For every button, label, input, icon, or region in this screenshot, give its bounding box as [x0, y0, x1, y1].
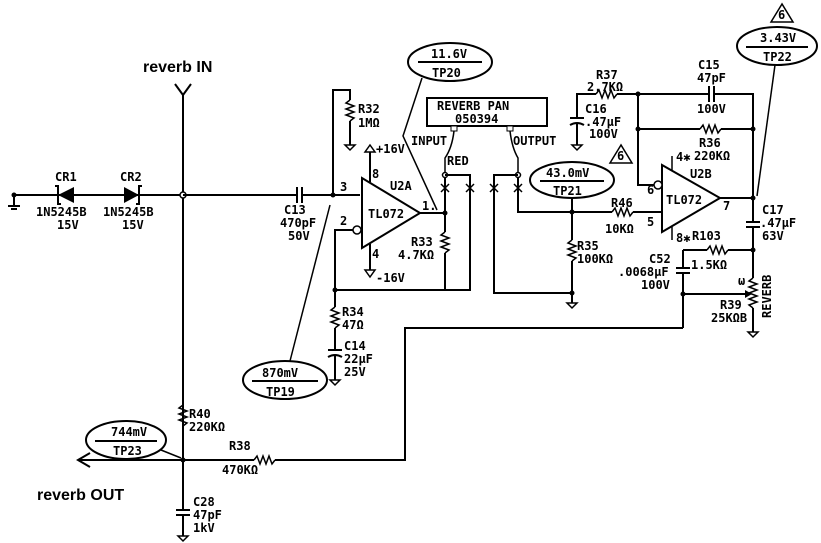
u2b-pin5: 5 — [647, 215, 654, 229]
c16-ref: C16 — [585, 102, 607, 116]
tp22-id: TP22 — [763, 50, 792, 64]
diode-cr2 — [124, 185, 142, 205]
tp23-voltage: 744mV — [111, 425, 147, 439]
tp21-id: TP21 — [553, 184, 582, 198]
r39-value: 25KΩB — [711, 311, 747, 325]
r33-ref: R33 — [411, 235, 433, 249]
c28-value: 47pF — [193, 508, 222, 522]
reverb-in-connector-icon — [174, 83, 192, 97]
u2b-pin7: 7 — [723, 199, 730, 213]
reverb-out-arrow-icon — [76, 452, 91, 468]
r35-value: 100KΩ — [577, 252, 613, 266]
c15-value: 47pF — [697, 71, 726, 85]
reverb-pan-title: REVERB PAN — [437, 99, 509, 113]
u2a-pin3: 3 — [340, 180, 347, 194]
connector-x-marks — [440, 183, 523, 193]
c13-ref: C13 — [284, 203, 306, 217]
reverb-pan-box — [426, 97, 548, 127]
c14-rating: 25V — [344, 365, 366, 379]
tp21-voltage: 43.0mV — [546, 166, 589, 180]
opamp-u2a — [361, 176, 422, 250]
c28-ref: C28 — [193, 495, 215, 509]
c14-ref: C14 — [344, 339, 366, 353]
r39-ref: R39 — [720, 298, 742, 312]
c52-ref: C52 — [649, 252, 671, 266]
u2a-pin1: 1. — [422, 199, 436, 213]
reverb-pan-input: INPUT — [411, 134, 447, 148]
r39-pot-label: REVERB — [760, 275, 774, 318]
r103-ref: R103 — [692, 229, 721, 243]
c13-value: 470pF — [280, 216, 316, 230]
note-triangle-tp21: 6 — [617, 149, 624, 163]
u2a-ref: U2A — [390, 179, 412, 193]
c52-rating: 100V — [641, 278, 670, 292]
c16-value: .47µF — [585, 115, 621, 129]
r103-value: 1.5KΩ — [691, 258, 727, 272]
r34-value: 47Ω — [342, 318, 364, 332]
cr1-part: 1N5245B — [36, 205, 87, 219]
cr1-rating: 15V — [57, 218, 79, 232]
tp20-voltage: 11.6V — [431, 47, 467, 61]
reverb-in-label: reverb IN — [143, 59, 212, 76]
u2b-part: TL072 — [666, 193, 702, 207]
r32-ref: R32 — [358, 102, 380, 116]
tp23-id: TP23 — [113, 444, 142, 458]
u2a-vplus: +16V — [376, 142, 405, 156]
r33-value: 4.7KΩ — [398, 248, 434, 262]
tp20-id: TP20 — [432, 66, 461, 80]
reverb-pan-red: RED — [447, 154, 469, 168]
c13-rating: 50V — [288, 229, 310, 243]
u2a-pin8: 8 — [372, 167, 379, 181]
r38-ref: R38 — [229, 439, 251, 453]
reverb-pan-output: OUTPUT — [513, 134, 556, 148]
diode-cr1 — [55, 185, 74, 205]
r37-value: 2.7KΩ — [587, 80, 623, 94]
c17-rating: 63V — [762, 229, 784, 243]
c15-rating: 100V — [697, 102, 726, 116]
c17-value: .47µF — [760, 216, 796, 230]
cr2-rating: 15V — [122, 218, 144, 232]
u2a-part: TL072 — [368, 207, 404, 221]
r32-value: 1MΩ — [358, 116, 380, 130]
note-triangle-tp22: 6 — [778, 8, 785, 22]
u2b-pin8: 8✱ — [676, 231, 690, 245]
c14-value: 22µF — [344, 352, 373, 366]
r46-value: 10KΩ — [605, 222, 634, 236]
r46-ref: R46 — [611, 196, 633, 210]
r37-ref: R37 — [596, 68, 618, 82]
r38-value: 470KΩ — [222, 463, 258, 477]
u2b-ref: U2B — [690, 167, 712, 181]
u2a-pin2: 2 — [340, 214, 347, 228]
u2b-pin4: 4✱ — [676, 150, 690, 164]
r40-ref: R40 — [189, 407, 211, 421]
cr1-ref: CR1 — [55, 170, 77, 184]
c15-ref: C15 — [698, 58, 720, 72]
cr2-part: 1N5245B — [103, 205, 154, 219]
c28-rating: 1kV — [193, 521, 215, 535]
r39-wiper-mark: ω — [738, 274, 745, 288]
c52-value: .0068µF — [618, 265, 669, 279]
tp19-voltage: 870mV — [262, 366, 298, 380]
u2a-pin4: 4 — [372, 247, 379, 261]
c17-ref: C17 — [762, 203, 784, 217]
u2b-pin6: 6 — [647, 183, 654, 197]
r36-ref: R36 — [699, 136, 721, 150]
tp22-voltage: 3.43V — [760, 31, 796, 45]
u2a-vminus: -16V — [376, 271, 405, 285]
r36-value: 220KΩ — [694, 149, 730, 163]
opamp-u2b — [661, 163, 722, 234]
r34-ref: R34 — [342, 305, 364, 319]
tp19-id: TP19 — [266, 385, 295, 399]
r35-ref: R35 — [577, 239, 599, 253]
reverb-pan-part: 050394 — [455, 112, 498, 126]
c16-rating: 100V — [589, 127, 618, 141]
r40-value: 220KΩ — [189, 420, 225, 434]
cr2-ref: CR2 — [120, 170, 142, 184]
reverb-out-label: reverb OUT — [37, 487, 124, 504]
